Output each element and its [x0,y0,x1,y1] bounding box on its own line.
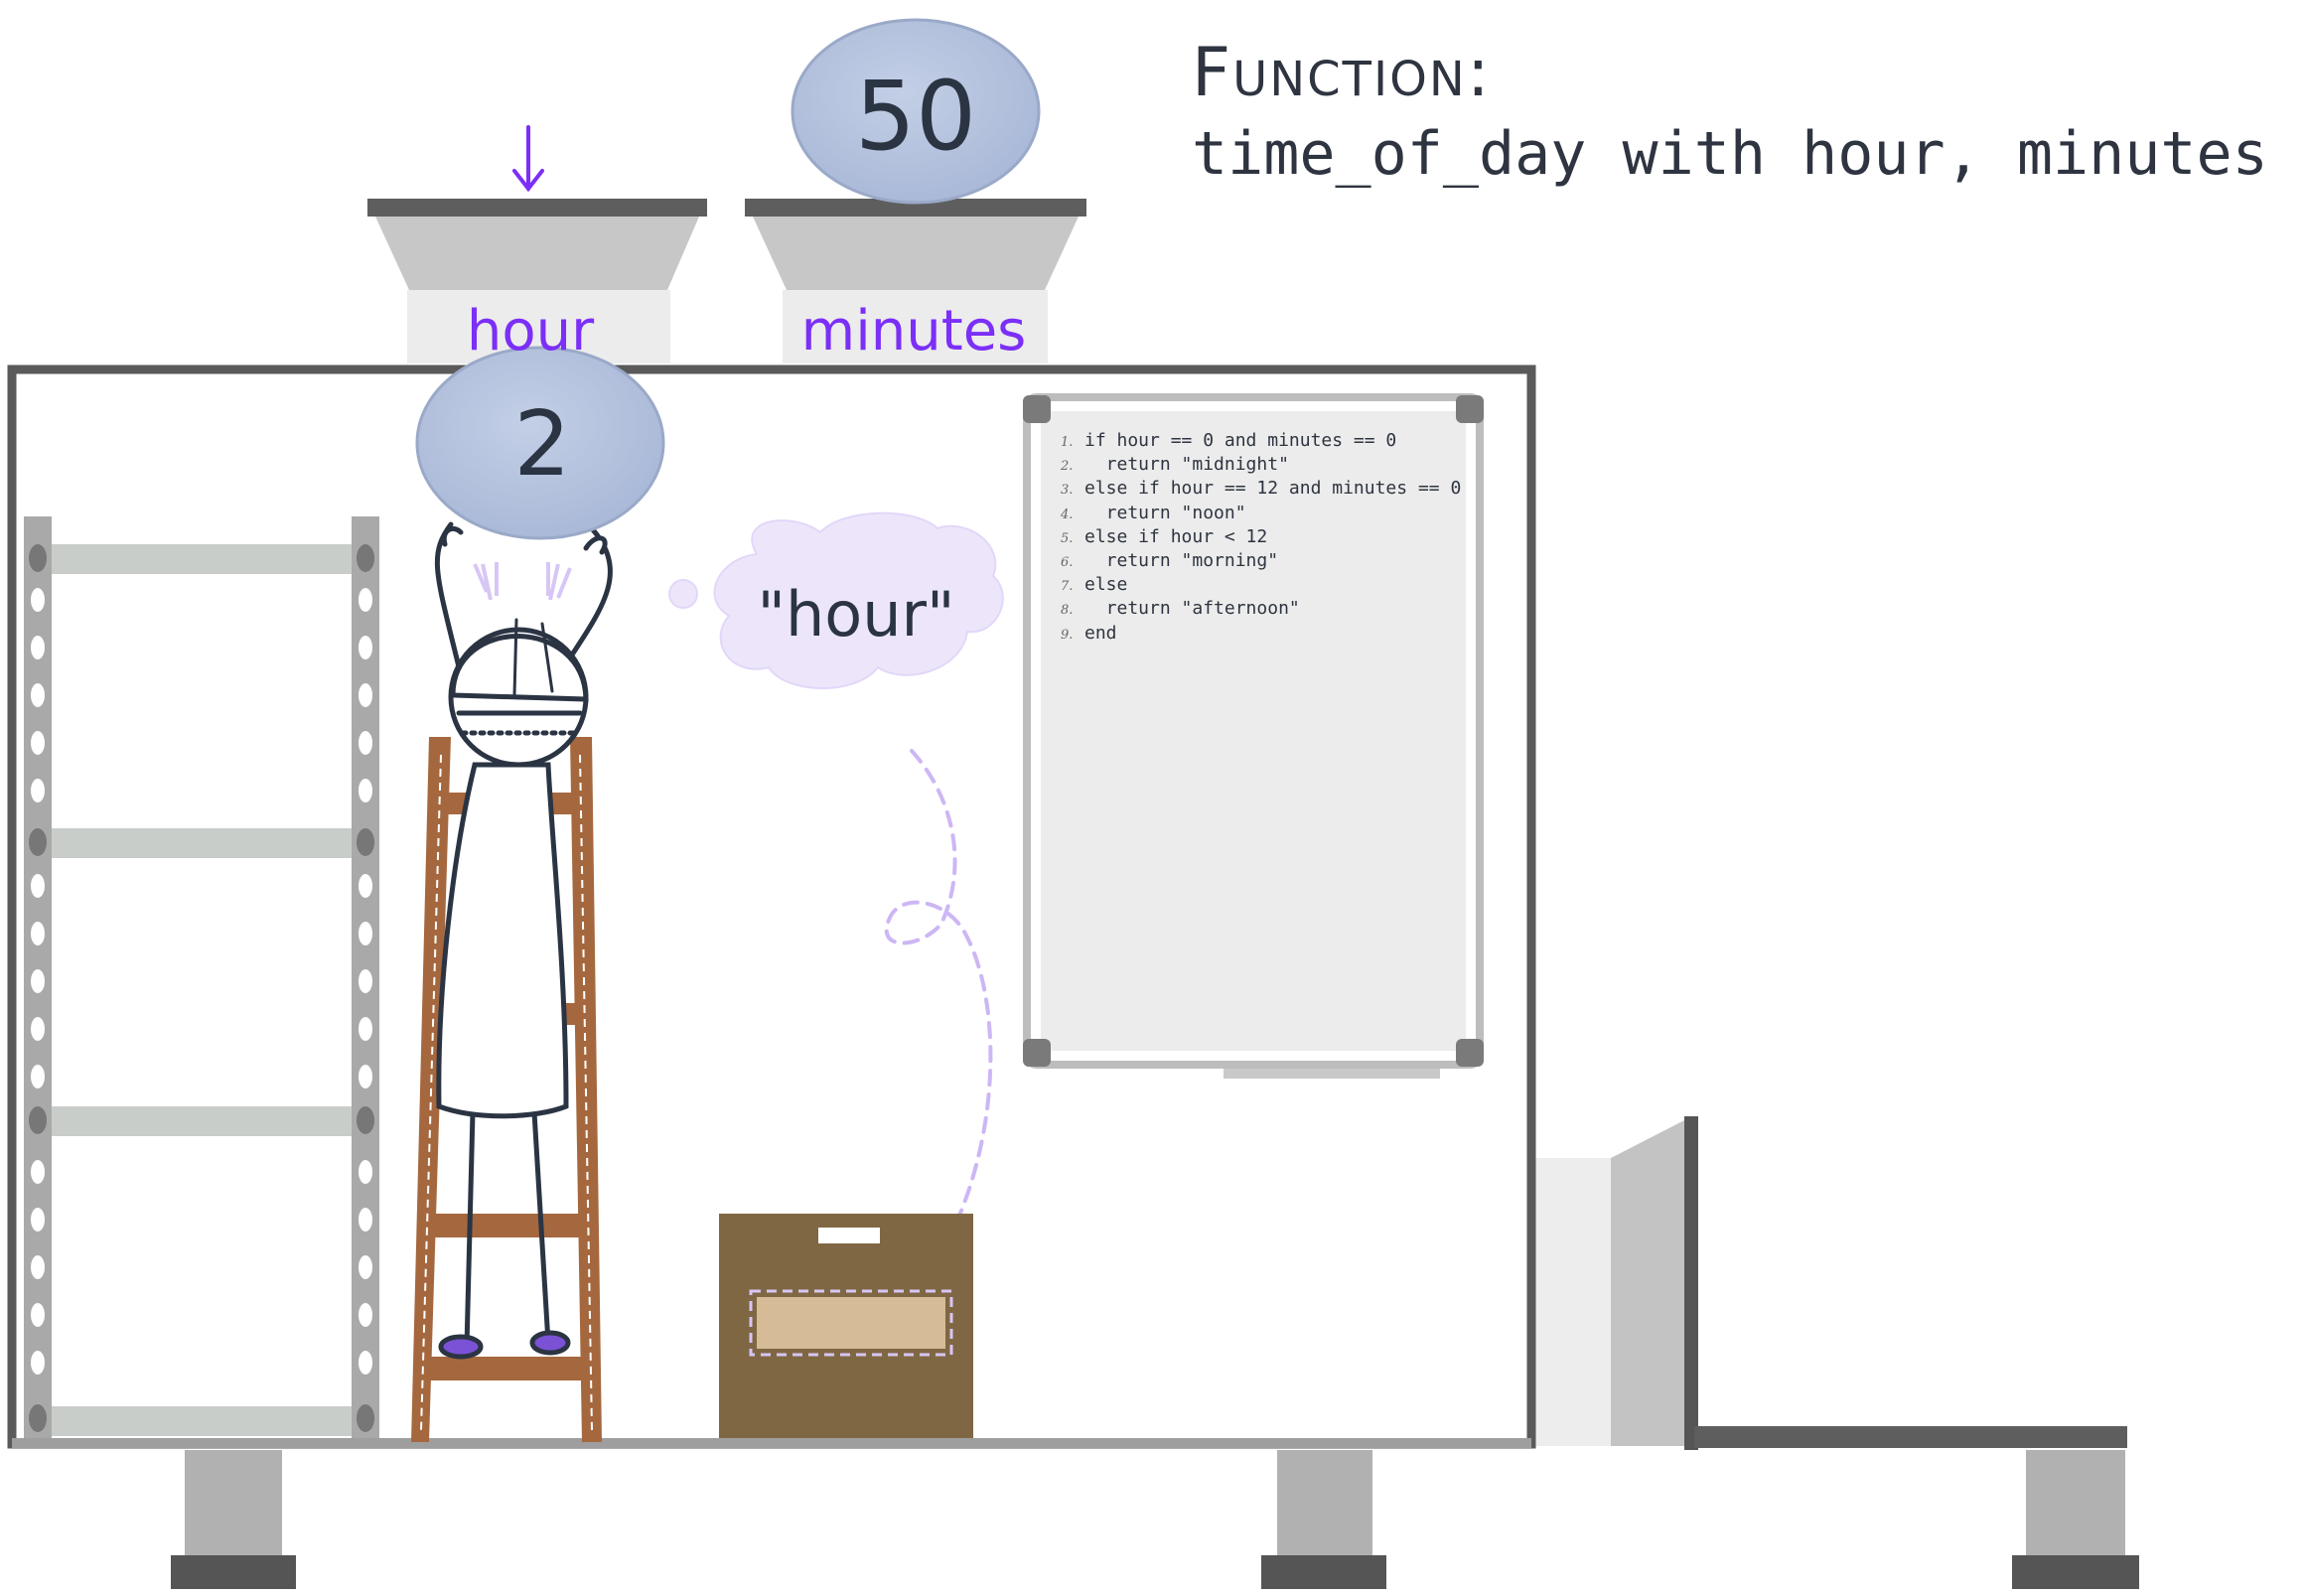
code-line: 3. else if hour == 12 and minutes == 0 [1061,477,1461,501]
minutes-param-label: minutes [801,299,1027,363]
code-line: 7. else [1061,573,1461,597]
hour-value-ball [415,346,665,540]
code-line-number: 6. [1061,554,1074,570]
function-heading: Function: [1192,34,1492,112]
code-line-text: if hour == 0 and minutes == 0 [1084,430,1397,451]
code-line: 9. end [1061,622,1461,646]
code-line-number: 3. [1061,483,1074,499]
thought-bubble [668,511,1004,689]
code-line: 5. else if hour < 12 [1061,525,1461,549]
output-box [719,1214,973,1438]
code-line-number: 4. [1061,507,1074,522]
hopper-minutes [745,199,1086,363]
code-line-number: 9. [1061,627,1074,643]
function-signature: time_of_day with hour, minutes [1192,119,2268,189]
code-line-number: 2. [1061,459,1074,475]
code-line-text: else if hour == 12 and minutes == 0 [1084,478,1462,500]
code-line-text: return "morning" [1084,549,1279,571]
minutes-value-ball [791,18,1041,205]
metal-shelf [24,516,379,1438]
code-line: 6. return "morning" [1061,549,1461,573]
code-line-number: 5. [1061,530,1074,546]
code-line-text: return "noon" [1084,502,1246,523]
code-line: 1. if hour == 0 and minutes == 0 [1061,429,1461,453]
room-legs [171,1450,2139,1589]
worker-figure [434,521,613,1360]
code-line: 2. return "midnight" [1061,453,1461,477]
minutes-value-text: 50 [855,61,976,172]
code-line: 4. return "noon" [1061,502,1461,525]
hour-value-text: 2 [513,392,570,497]
code-line-text: return "midnight" [1084,454,1289,476]
code-line-text: else if hour < 12 [1084,525,1268,547]
hour-param-label: hour [467,299,595,363]
ladder [411,737,602,1442]
code-line-text: else [1084,574,1128,596]
code-line-number: 1. [1061,435,1074,450]
code-line-number: 7. [1061,579,1074,595]
code-line-text: return "afternoon" [1084,598,1300,620]
thought-bubble-text: "hour" [757,578,954,651]
code-line: 8. return "afternoon" [1061,597,1461,621]
code-line-text: end [1084,622,1117,644]
code-line-number: 8. [1061,603,1074,619]
down-arrow-icon [512,125,544,193]
effort-lines [473,562,572,601]
whiteboard [1023,393,1484,1079]
